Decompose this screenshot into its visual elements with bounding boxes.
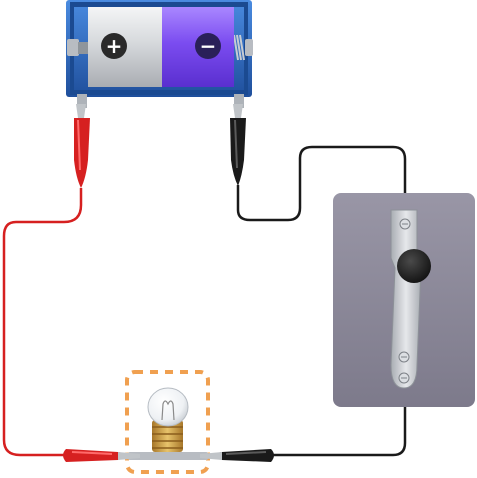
bulb-filament-icon (161, 400, 175, 421)
positive-terminal-icon: + (101, 33, 127, 59)
black-wire-battery-to-switch[interactable] (236, 145, 407, 222)
negative-symbol: − (200, 34, 217, 58)
light-bulb[interactable] (125, 370, 210, 474)
knife-switch[interactable] (333, 193, 475, 407)
battery-spring (233, 34, 245, 61)
bulb-glass (147, 387, 189, 427)
red-alligator-clip-bulb[interactable] (63, 449, 140, 462)
black-wire-switch-to-bulb[interactable] (270, 378, 407, 457)
battery[interactable]: + − (66, 0, 253, 108)
bulb-socket (152, 420, 183, 452)
black-alligator-clip-battery[interactable] (230, 104, 246, 186)
red-alligator-clip-battery[interactable] (74, 104, 90, 188)
black-alligator-clip-bulb[interactable] (200, 449, 274, 462)
negative-terminal-icon: − (195, 33, 221, 59)
red-wire[interactable] (2, 188, 83, 457)
positive-symbol: + (106, 34, 123, 58)
bulb-selection-highlight (125, 370, 210, 474)
switch-knob[interactable] (397, 249, 431, 283)
